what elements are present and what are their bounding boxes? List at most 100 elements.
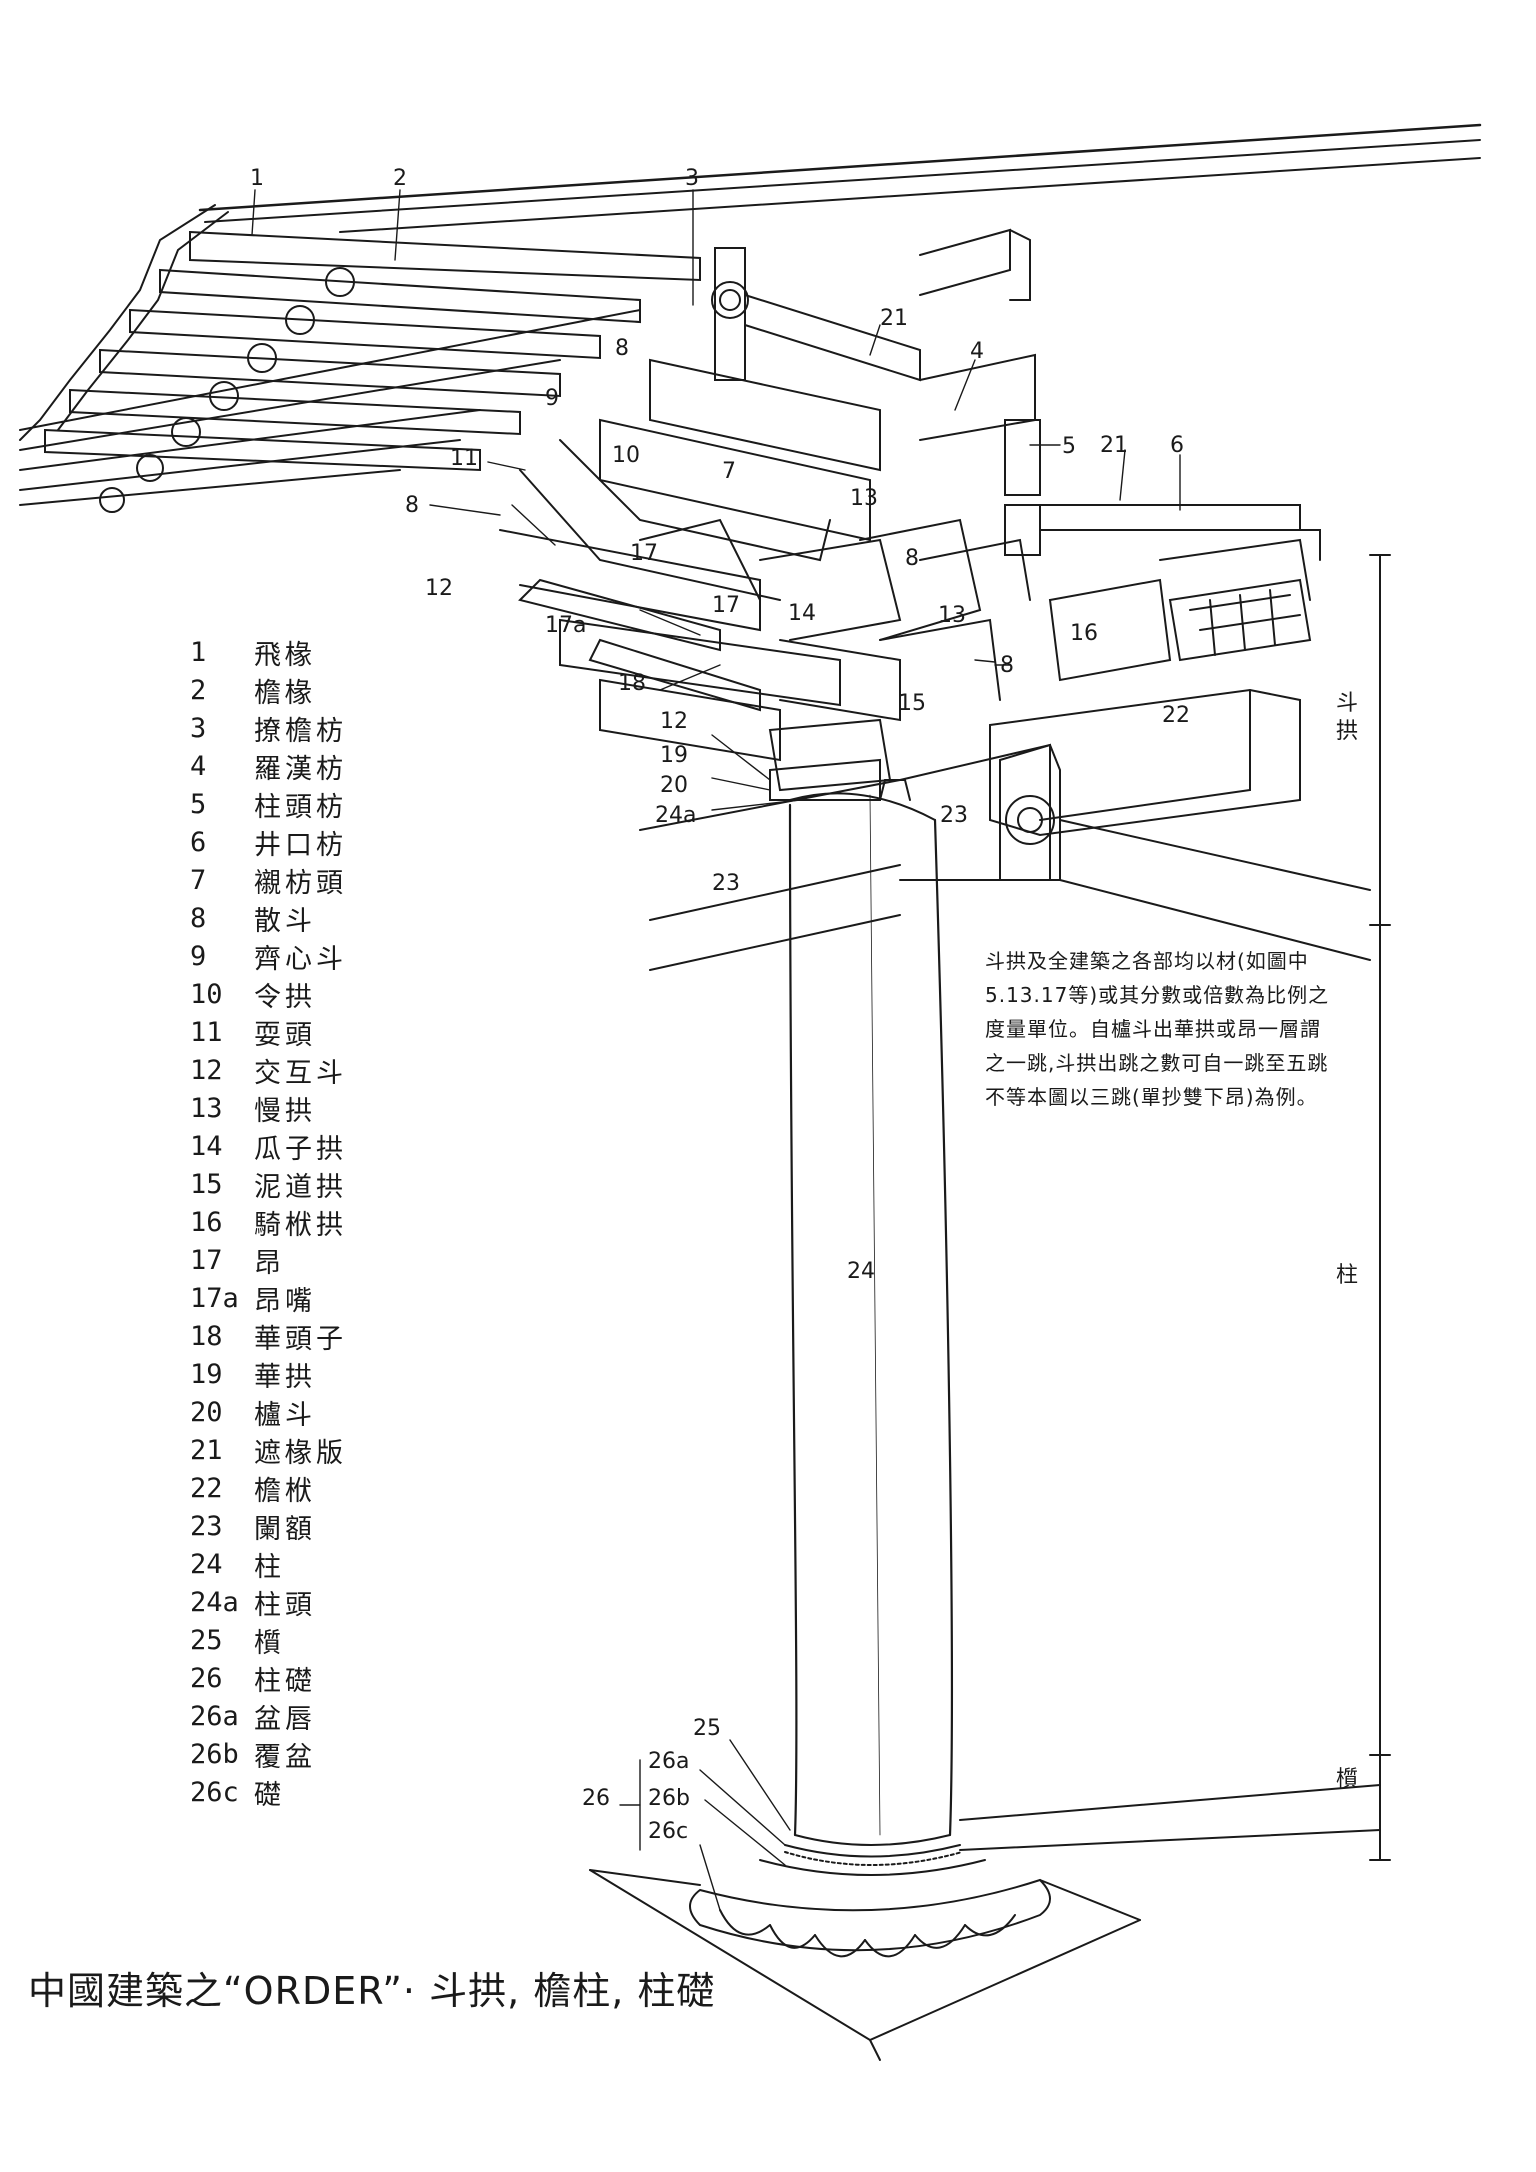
callout-25: 25: [693, 1716, 721, 1741]
callout-23b: 23: [712, 871, 740, 896]
callout-26b: 26b: [648, 1786, 690, 1811]
callout-17b: 17: [712, 593, 740, 618]
legend-item: 4 羅漢枋: [190, 747, 347, 785]
note-text: 斗拱及全建築之各部均以材(如圖中5.13.17等)或其分數或倍數為比例之度量單位…: [985, 949, 1330, 1109]
legend-term: 慢拱: [254, 1095, 316, 1127]
callout-18: 18: [618, 671, 646, 696]
legend-term: 瓜子拱: [254, 1133, 347, 1165]
figure-caption: 中國建築之“ORDER”· 斗拱, 檐柱, 柱礎: [28, 1969, 716, 2013]
legend-item: 10 令拱: [190, 975, 347, 1013]
callout-12a: 12: [425, 576, 453, 601]
legend-item: 24a 柱頭: [190, 1583, 347, 1621]
legend-term: 櫍: [254, 1627, 285, 1659]
legend-item: 15 泥道拱: [190, 1165, 347, 1203]
callout-9: 9: [545, 386, 559, 411]
legend-item: 6 井口枋: [190, 823, 347, 861]
legend-term: 交互斗: [254, 1057, 347, 1089]
bracket-set: [499, 358, 1312, 801]
callout-26: 26: [582, 1786, 610, 1811]
legend-term: 令拱: [254, 981, 316, 1013]
legend-item: 24 柱: [190, 1545, 347, 1583]
legend-number: 24: [190, 1548, 223, 1580]
legend-number: 10: [190, 978, 223, 1010]
legend-number: 14: [190, 1130, 223, 1162]
legend-term: 井口枋: [254, 829, 347, 861]
legend-number: 17a: [190, 1282, 239, 1314]
legend-number: 17: [190, 1244, 223, 1276]
side-label-dougong: 斗拱: [1335, 691, 1358, 744]
callout-26a: 26a: [648, 1749, 689, 1774]
legend-number: 23: [190, 1510, 223, 1542]
legend-term: 盆唇: [254, 1703, 316, 1735]
callout-23a: 23: [940, 803, 968, 828]
callout-24: 24: [847, 1259, 875, 1284]
legend-term: 柱頭: [254, 1589, 316, 1621]
callout-2: 2: [393, 166, 407, 191]
legend-item: 17a 昂嘴: [190, 1279, 347, 1317]
legend-term: 華頭子: [254, 1323, 347, 1355]
callout-10: 10: [612, 443, 640, 468]
legend-item: 13 慢拱: [190, 1089, 347, 1127]
callout-24a: 24a: [655, 803, 696, 828]
legend-number: 13: [190, 1092, 223, 1124]
callout-16: 16: [1070, 621, 1098, 646]
legend-term: 昂嘴: [254, 1285, 316, 1317]
callout-5: 5: [1062, 434, 1076, 459]
callout-13a: 13: [850, 486, 878, 511]
legend-term: 柱礎: [254, 1665, 316, 1697]
callouts: 1 2 3 21 8 4 9 11 10 7 5 21 6 8 13 17 8 …: [250, 166, 1190, 1844]
legend-number: 1: [190, 636, 207, 668]
legend-number: 22: [190, 1472, 223, 1504]
callout-20: 20: [660, 773, 688, 798]
legend-term: 飛椽: [254, 639, 316, 671]
roof-eaves: [19, 123, 1482, 506]
legend-term: 柱: [254, 1551, 285, 1583]
callout-8a: 8: [615, 336, 629, 361]
callout-1: 1: [250, 166, 264, 191]
legend-number: 15: [190, 1168, 223, 1200]
legend-number: 20: [190, 1396, 223, 1428]
legend-term: 柱頭枋: [254, 791, 347, 823]
legend-term: 羅漢枋: [254, 753, 347, 785]
legend-term: 騎栿拱: [254, 1209, 347, 1241]
legend-number: 16: [190, 1206, 223, 1238]
legend-number: 4: [190, 750, 207, 782]
side-label-zhi: 櫍: [1335, 1767, 1358, 1792]
legend-number: 24a: [190, 1586, 239, 1618]
legend-term: 檐栿: [254, 1475, 316, 1507]
legend-item: 1 飛椽: [190, 633, 347, 671]
callout-4: 4: [970, 339, 984, 364]
legend-term: 泥道拱: [254, 1171, 347, 1203]
legend-term: 散斗: [254, 905, 316, 937]
legend-number: 7: [190, 864, 207, 896]
callout-7: 7: [722, 459, 736, 484]
callout-8b: 8: [405, 493, 419, 518]
dimension-line: [959, 554, 1391, 1861]
legend-number: 26c: [190, 1776, 239, 1808]
legend-number: 18: [190, 1320, 223, 1352]
legend-number: 6: [190, 826, 207, 858]
legend-term: 檐椽: [254, 677, 316, 709]
callout-8c: 8: [905, 546, 919, 571]
beams: [639, 228, 1371, 971]
callout-26c: 26c: [648, 1819, 688, 1844]
legend-term: 撩檐枋: [254, 715, 347, 747]
legend-item: 14 瓜子拱: [190, 1127, 347, 1165]
callout-21b: 21: [1100, 433, 1128, 458]
